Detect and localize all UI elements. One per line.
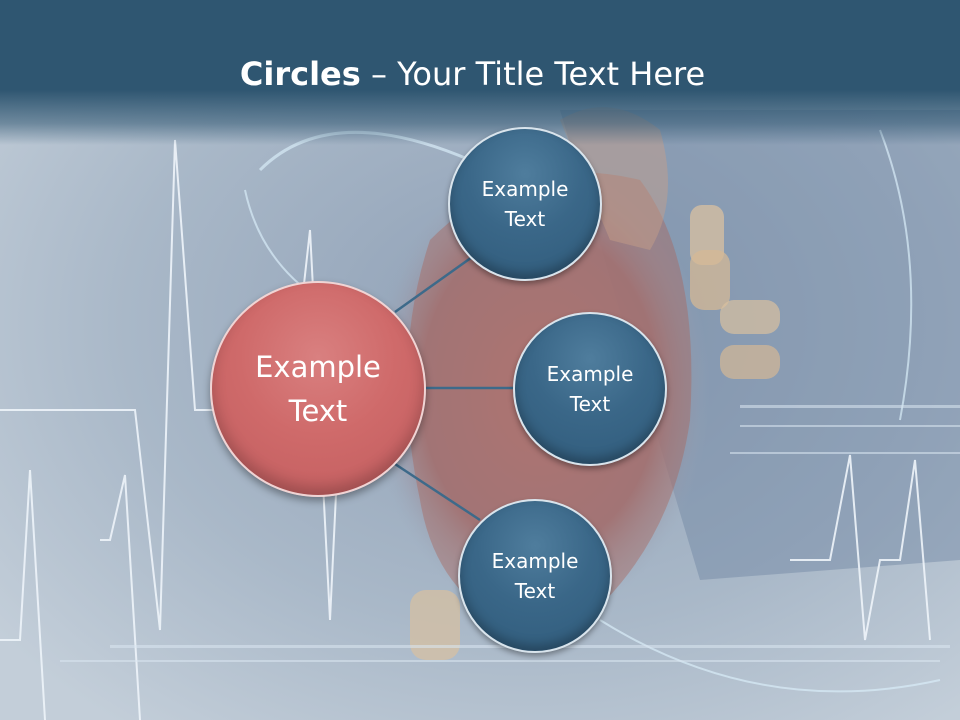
center-circle-label: Example Text (255, 345, 381, 433)
center-circle[interactable]: Example Text (210, 281, 426, 497)
satellite-line2: Text (504, 207, 546, 231)
satellite-line2: Text (514, 579, 556, 603)
connector-bottom (394, 462, 481, 522)
satellite-line1: Example (491, 549, 579, 573)
satellite-line1: Example (481, 177, 569, 201)
satellite-circle-bottom[interactable]: Example Text (458, 499, 612, 653)
title-bar (0, 0, 960, 145)
satellite-line1: Example (546, 362, 634, 386)
satellite-circle-top[interactable]: Example Text (448, 127, 602, 281)
slide-title: Circles – Your Title Text Here (0, 52, 945, 96)
connector-top (394, 253, 476, 314)
title-bold: Circles (239, 55, 361, 93)
satellite-circle-middle[interactable]: Example Text (513, 312, 667, 466)
center-circle-line1: Example (255, 350, 381, 384)
satellite-line2: Text (569, 392, 611, 416)
title-rest: – Your Title Text Here (360, 55, 706, 93)
center-circle-line2: Text (288, 394, 348, 428)
satellite-label: Example Text (492, 546, 579, 606)
satellite-label: Example Text (547, 359, 634, 419)
satellite-label: Example Text (482, 174, 569, 234)
